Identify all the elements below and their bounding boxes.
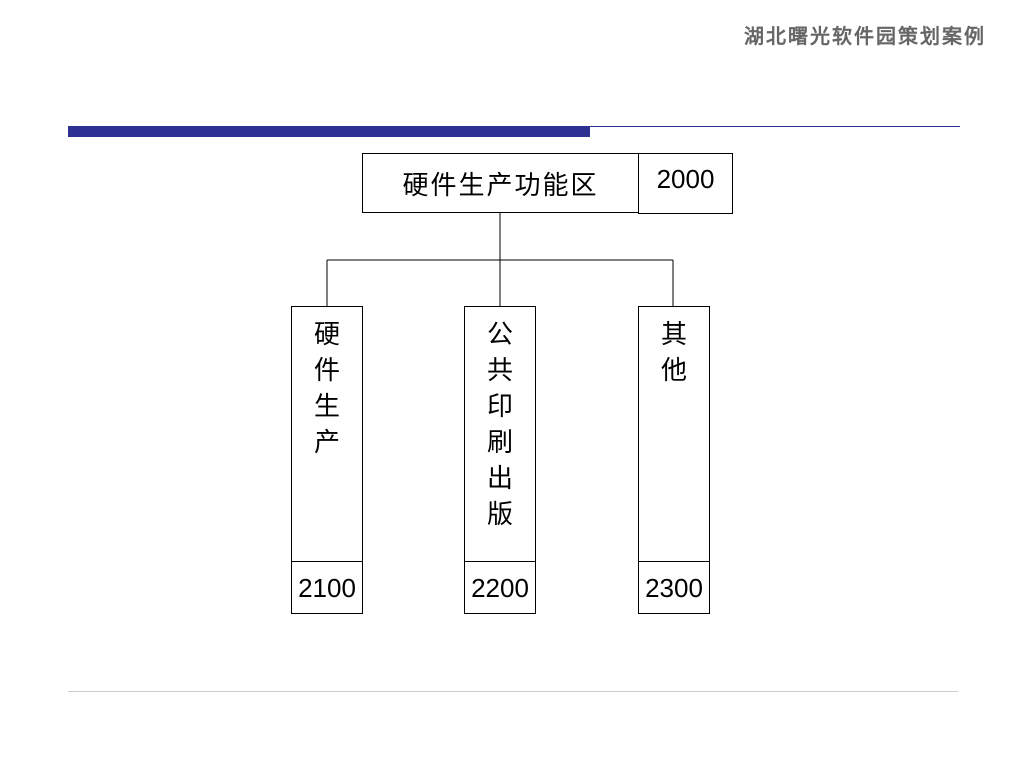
header-rule-thick bbox=[68, 126, 590, 137]
child-node-label: 其 他 bbox=[639, 317, 709, 389]
child-node-code: 2100 bbox=[291, 561, 363, 614]
child-label-char: 共 bbox=[486, 356, 513, 386]
child-node-other: 其 他 2300 bbox=[638, 306, 710, 614]
child-label-char: 生 bbox=[313, 392, 340, 422]
child-label-char: 产 bbox=[313, 428, 340, 458]
child-node-label: 公 共 印 刷 出 版 bbox=[465, 317, 535, 533]
child-label-char: 刷 bbox=[486, 428, 513, 458]
child-label-char: 其 bbox=[660, 320, 687, 350]
child-node-label: 硬 件 生 产 bbox=[292, 317, 362, 461]
child-node-hardware: 硬 件 生 产 2100 bbox=[291, 306, 363, 614]
root-node-label: 硬件生产功能区 bbox=[362, 153, 639, 213]
child-label-char: 件 bbox=[313, 356, 340, 386]
footer-rule bbox=[68, 691, 958, 692]
root-node-code: 2000 bbox=[638, 153, 733, 214]
slide-title: 湖北曙光软件园策划案例 bbox=[744, 24, 986, 48]
child-label-char: 公 bbox=[486, 320, 513, 350]
child-label-char: 版 bbox=[486, 500, 513, 530]
child-label-char: 印 bbox=[486, 392, 513, 422]
child-node-code: 2200 bbox=[464, 561, 536, 614]
child-node-code: 2300 bbox=[638, 561, 710, 614]
child-node-printing: 公 共 印 刷 出 版 2200 bbox=[464, 306, 536, 614]
child-label-char: 出 bbox=[486, 464, 513, 494]
header-rule-thin bbox=[590, 126, 960, 127]
child-label-char: 硬 bbox=[313, 320, 340, 350]
child-label-char: 他 bbox=[660, 356, 687, 386]
